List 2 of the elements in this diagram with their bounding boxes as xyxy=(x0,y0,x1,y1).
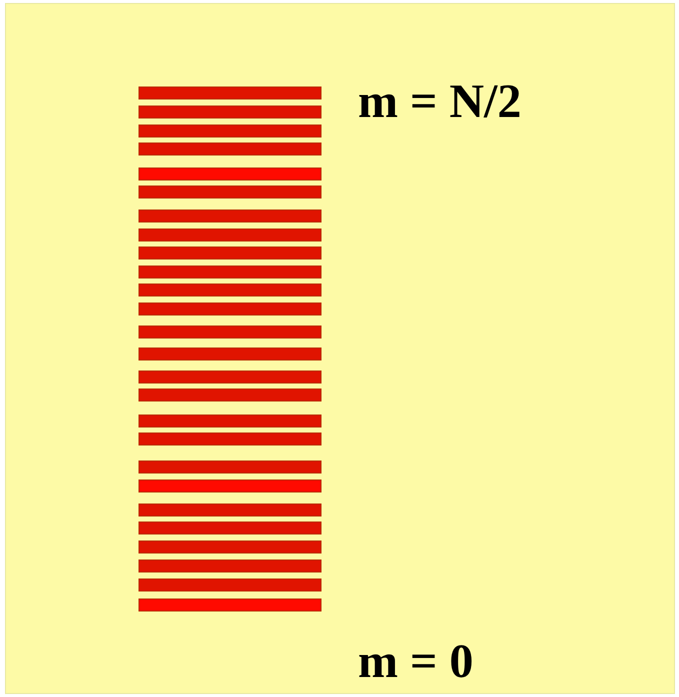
level-label: m = 0 xyxy=(358,638,474,686)
level-label: m = N/2 xyxy=(358,78,522,126)
